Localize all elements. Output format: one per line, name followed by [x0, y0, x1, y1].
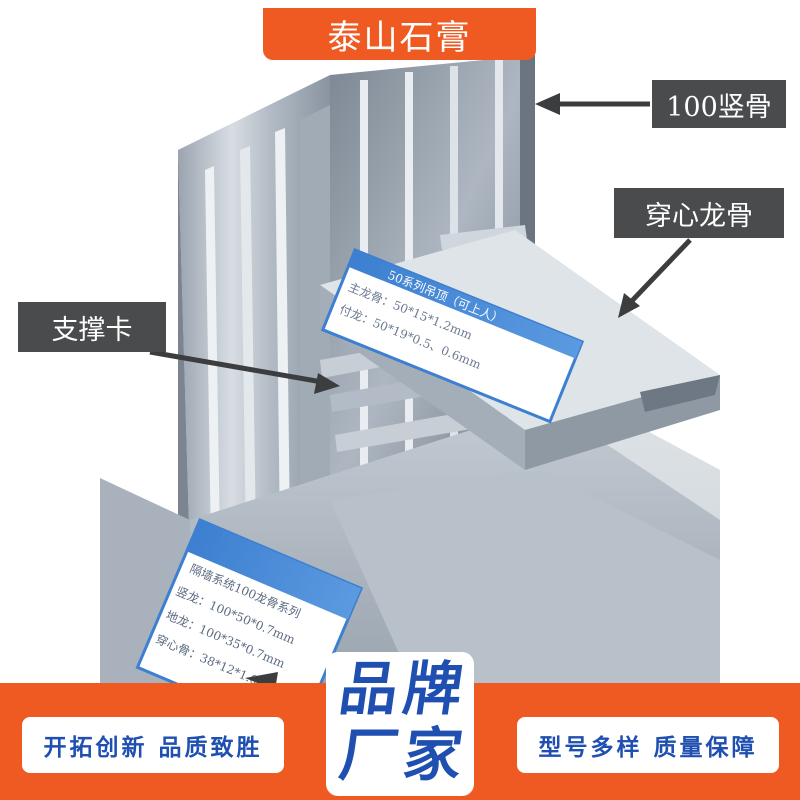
- brace-arrow: [149, 349, 323, 385]
- slogan-right: 型号多样 质量保障: [517, 717, 779, 773]
- brace-arrow-head: [314, 373, 340, 394]
- callout-channel-label: 穿心龙骨: [614, 188, 784, 238]
- channel-arrow-head: [618, 293, 640, 318]
- brand-char-4: 家: [399, 721, 467, 789]
- brand-char-1: 品: [335, 655, 403, 723]
- title-banner: 泰山石膏: [263, 8, 536, 60]
- channel-arrow: [626, 238, 692, 307]
- stud-arrow-head: [535, 93, 560, 115]
- callout-stud-label: 100竖骨: [652, 80, 786, 128]
- brand-char-3: 厂: [335, 721, 403, 789]
- slogan-left: 开拓创新 品质致胜: [22, 717, 284, 773]
- brand-char-2: 牌: [399, 655, 467, 723]
- brand-badge: [326, 652, 474, 796]
- callout-arrows: [149, 93, 692, 690]
- left-vertical-stud: [178, 75, 330, 565]
- callout-brace-label: 支撑卡: [18, 302, 166, 352]
